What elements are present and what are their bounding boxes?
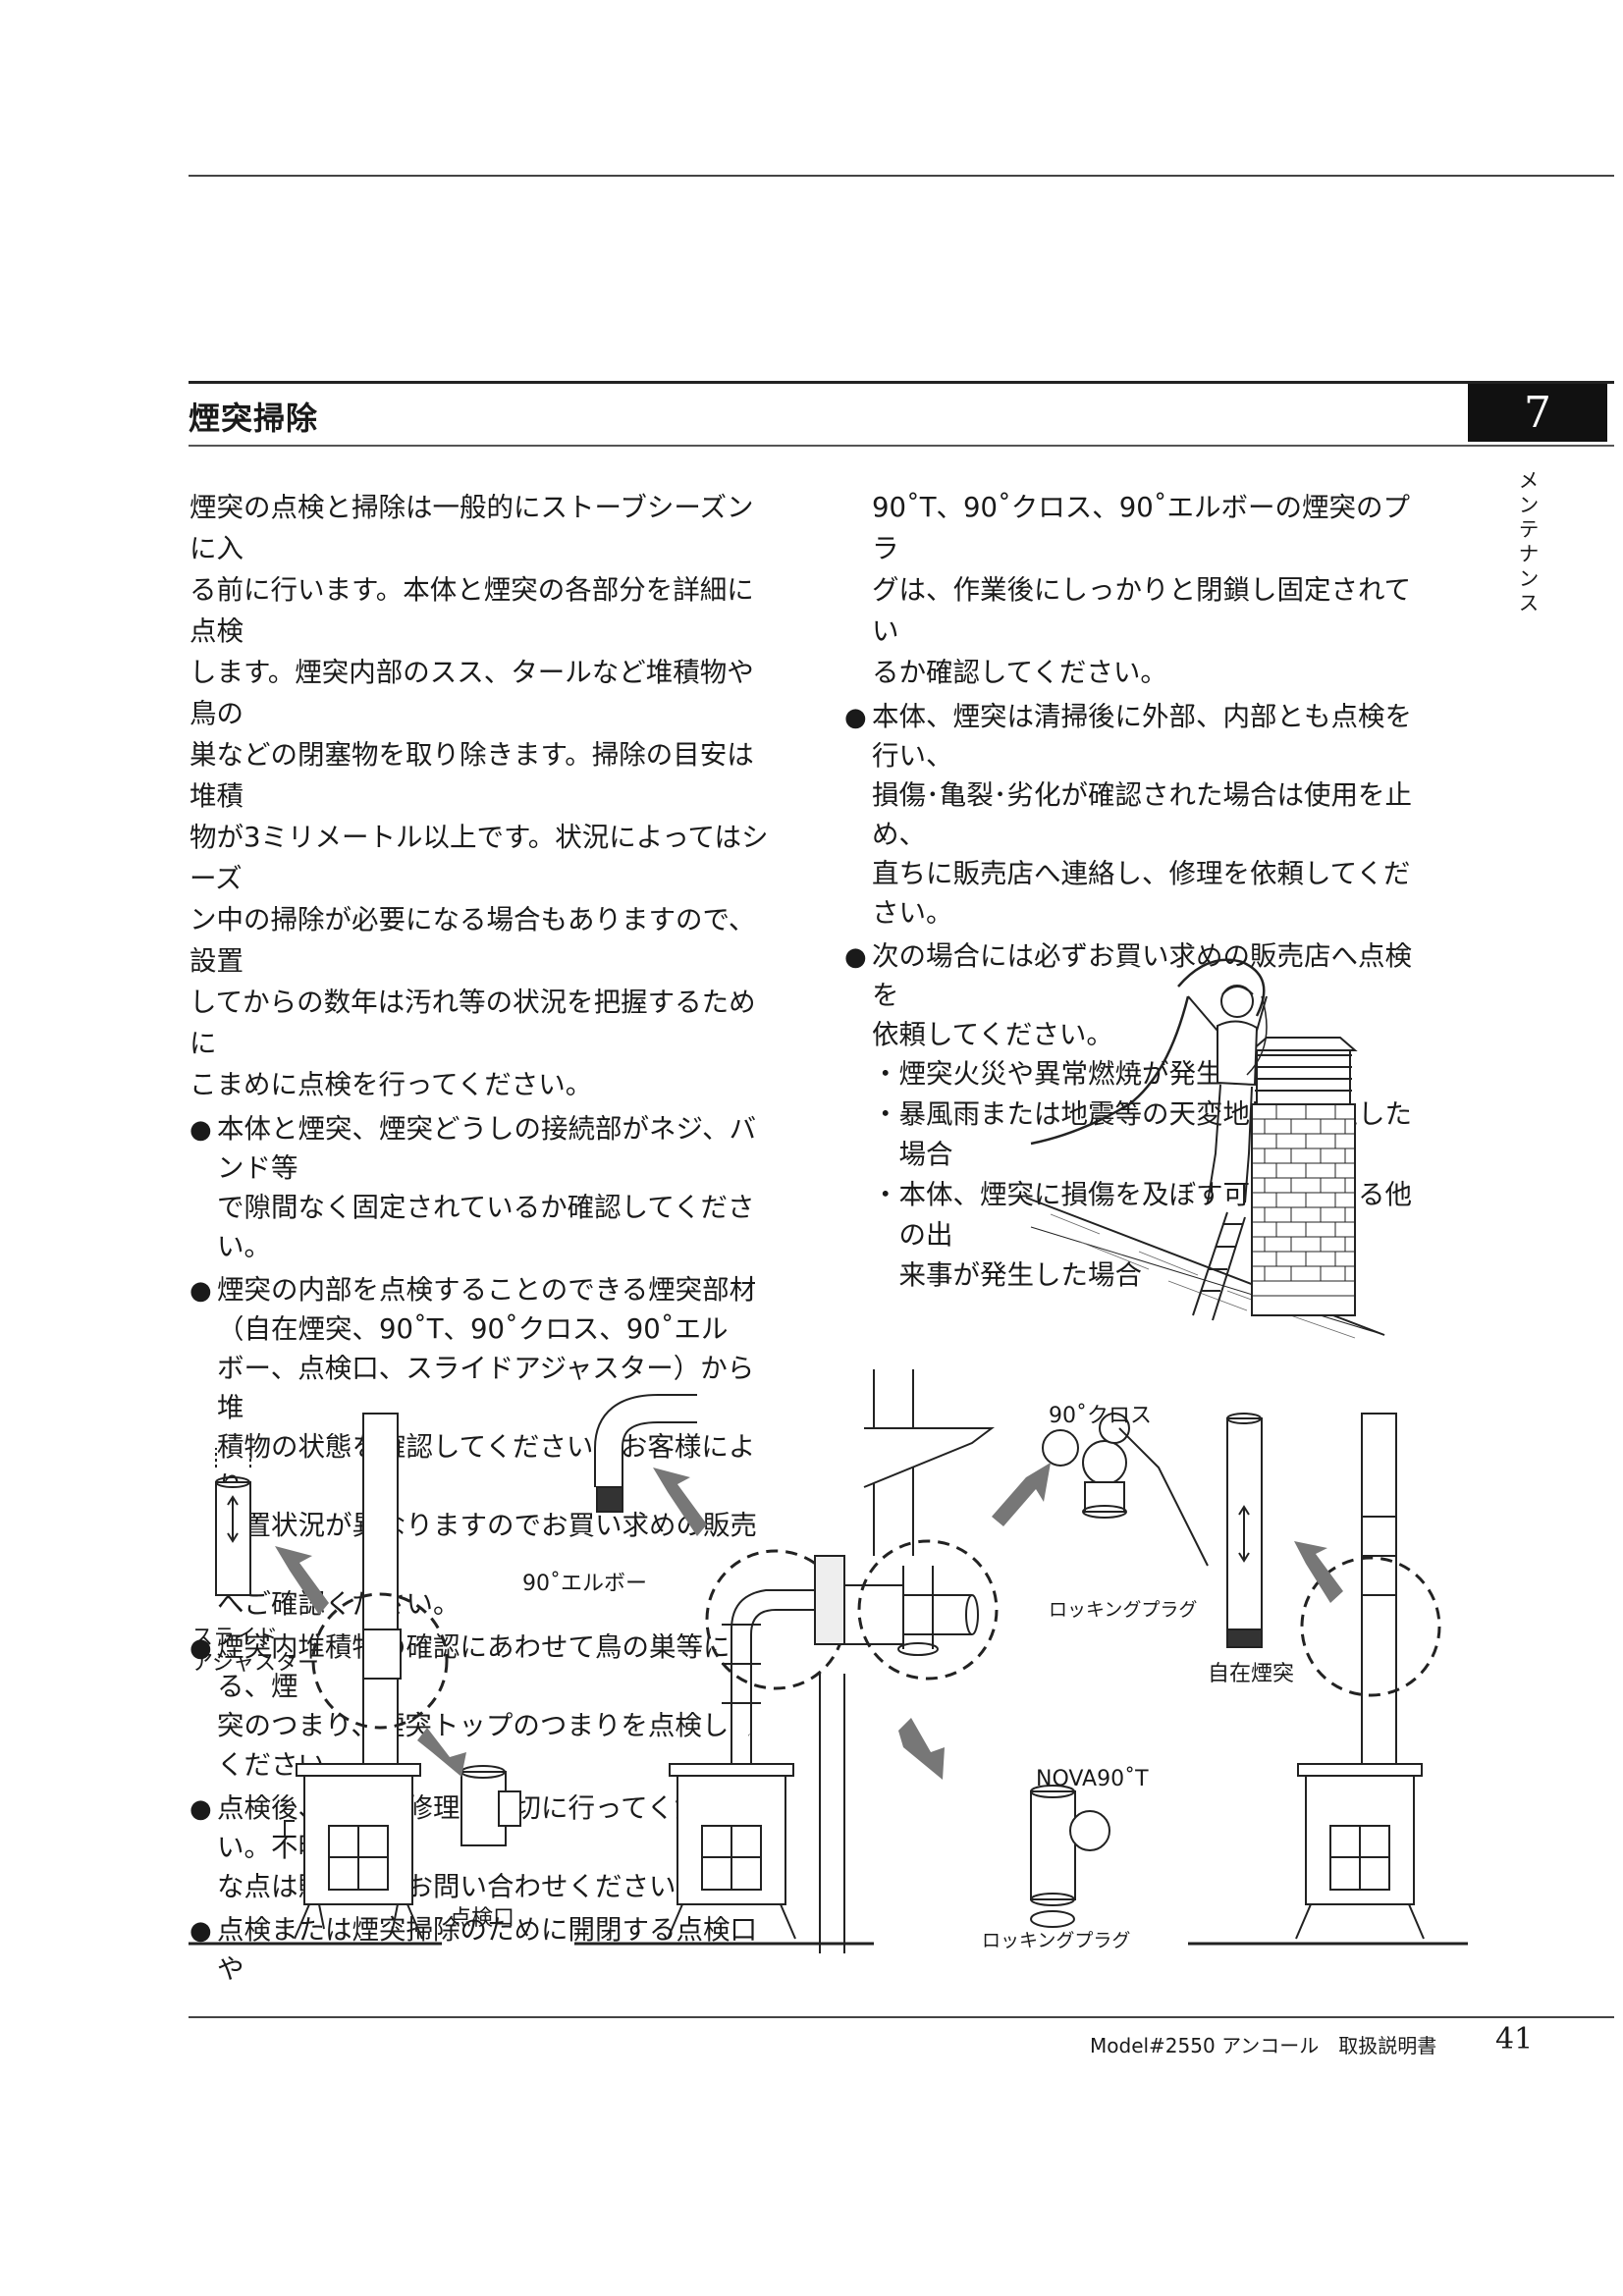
footer-rule — [189, 2016, 1614, 2018]
bullet-line: 煙突の内部を点検することのできる煙突部材 — [217, 1274, 757, 1306]
bullet-line: 損傷･亀裂･劣化が確認された場合は使用を止め、 — [872, 779, 1412, 850]
chimney-sweep-illustration — [1025, 958, 1385, 1339]
bullet-line: 点検または煙突掃除のために開閉する点検口や — [217, 1914, 757, 1985]
bullet-line: 直ちに販売店へ連絡し、修理を依頼してください。 — [872, 858, 1411, 929]
bullet-line: 煙突内堆積物の確認にあわせて鳥の巣等による、煙 — [217, 1631, 757, 1702]
label-nova-90t: NOVA90˚T — [1036, 1767, 1149, 1791]
bullet-line: るか確認してください。 — [872, 657, 1167, 688]
label-locking-plug: ロッキングプラグ — [1049, 1599, 1198, 1621]
label-adjustable-chimney: 自在煙突 — [1208, 1662, 1295, 1686]
sub-mark: ・ — [872, 1058, 899, 1090]
bullet-item: ● 次の場合には必ずお買い求めの販売店へ点検を 依頼してください。 — [844, 936, 1434, 1054]
bullet-line: （自在煙突、90˚T、90˚クロス、90˚エル — [217, 1313, 729, 1345]
chimney-parts-diagram — [189, 1369, 1468, 1953]
stove-2 — [667, 1763, 796, 1940]
stove-1 — [284, 1763, 423, 1940]
bullet-item: ● 本体、煙突は清掃後に外部、内部とも点検を行い、 損傷･亀裂･劣化が確認された… — [844, 697, 1434, 933]
label-inspection-port: 点検口 — [450, 1906, 515, 1931]
bullet-line: グは、作業後にしっかりと閉鎖し固定されてい — [872, 574, 1412, 647]
intro-line: こまめに点検を行ってください。 — [189, 1069, 593, 1100]
arrow-up-left — [275, 1546, 329, 1615]
intro-line: 巣などの閉塞物を取り除きます。掃除の目安は堆積 — [189, 739, 754, 812]
bullet-mark: ● — [844, 703, 867, 732]
intro-line: ン中の掃除が必要になる場合もありますので、設置 — [189, 904, 756, 977]
bullet-mark: ● — [189, 1794, 212, 1824]
intro-line: 煙突の点検と掃除は一般的にストーブシーズンに入 — [189, 492, 754, 564]
right-text-column: 90˚T、90˚クロス、90˚エルボーの煙突のプラ グは、作業後にしっかりと閉鎖… — [844, 487, 1434, 1296]
intro-line: 物が3ミリメートル以上です。状況によってはシーズ — [189, 822, 769, 894]
bullet-item: ● 点検または煙突掃除のために開閉する点検口や — [189, 1910, 779, 1989]
bullet-line: 次の場合には必ずお買い求めの販売店へ点検を — [872, 940, 1412, 1011]
chapter-number: 7 — [1468, 384, 1607, 442]
bullet-mark: ● — [189, 1276, 212, 1306]
intro-line: る前に行います。本体と煙突の各部分を詳細に点検 — [189, 574, 754, 647]
left-text-column: 煙突の点検と掃除は一般的にストーブシーズンに入 る前に行います。本体と煙突の各部… — [189, 487, 779, 1989]
section-title: 煙突掃除 — [189, 400, 319, 437]
footer-model-text: Model#2550 アンコール 取扱説明書 — [1090, 2034, 1437, 2057]
label-locking-plug: ロッキングプラグ — [982, 1930, 1131, 1951]
intro-line: してからの数年は汚れ等の状況を把握するために — [189, 987, 756, 1059]
label-cross-90: 90˚クロス — [1049, 1404, 1152, 1428]
bullet-mark: ● — [844, 942, 867, 972]
bullet-line: 本体、煙突は清掃後に外部、内部とも点検を行い、 — [872, 701, 1412, 772]
section-title-bar: 煙突掃除 — [189, 381, 1614, 447]
arrow-up-left — [1294, 1541, 1343, 1603]
arrow-up-left — [653, 1468, 707, 1536]
arrow-up-right — [992, 1463, 1051, 1526]
bullet-mark: ● — [189, 1633, 212, 1663]
header-rule — [189, 175, 1614, 177]
arrow-down-right — [898, 1718, 945, 1780]
bullet-line: 依頼してください。 — [872, 1019, 1113, 1050]
bullet-mark: ● — [189, 1916, 212, 1946]
label-elbow-90: 90˚エルボー — [522, 1572, 647, 1596]
chapter-side-label: メンテナンス — [1516, 469, 1540, 616]
intro-line: します。煙突内部のスス、タールなど堆積物や鳥の — [189, 657, 754, 729]
sub-line: 来事が発生した場合 — [898, 1259, 1143, 1291]
arrow-down-right — [417, 1728, 466, 1777]
continued-bullet-text: 90˚T、90˚クロス、90˚エルボーの煙突のプラ グは、作業後にしっかりと閉鎖… — [844, 487, 1434, 693]
label-slide-adjuster: スライド アジャスター — [191, 1626, 320, 1676]
bullet-line: 本体と煙突、煙突どうしの接続部がネジ、バンド等 — [217, 1113, 757, 1184]
bullet-item: ● 煙突内堆積物の確認にあわせて鳥の巣等による、煙 突のつまり、煙突トップのつま… — [189, 1628, 779, 1785]
page-number: 41 — [1495, 2022, 1534, 2056]
bullet-mark: ● — [189, 1115, 212, 1145]
bullet-line: で隙間なく固定されているか確認してください。 — [217, 1192, 755, 1262]
sub-mark: ・ — [872, 1098, 899, 1130]
bullet-line: な点は販売店にお問い合わせください。 — [217, 1871, 703, 1902]
bullet-line: ボー、点検口、スライドアジャスター）から堆 — [217, 1353, 755, 1423]
bullet-item: ● 本体と煙突、煙突どうしの接続部がネジ、バンド等 で隙間なく固定されているか確… — [189, 1109, 779, 1266]
bullet-line: へご確認ください。 — [217, 1588, 460, 1620]
intro-paragraph: 煙突の点検と掃除は一般的にストーブシーズンに入 る前に行います。本体と煙突の各部… — [189, 487, 779, 1105]
sub-mark: ・ — [872, 1179, 899, 1210]
bullet-line: 90˚T、90˚クロス、90˚エルボーの煙突のプラ — [872, 492, 1411, 564]
bullet-item: ● 煙突の内部を点検することのできる煙突部材 （自在煙突、90˚T、90˚クロス… — [189, 1270, 779, 1624]
stove-3 — [1295, 1763, 1425, 1940]
